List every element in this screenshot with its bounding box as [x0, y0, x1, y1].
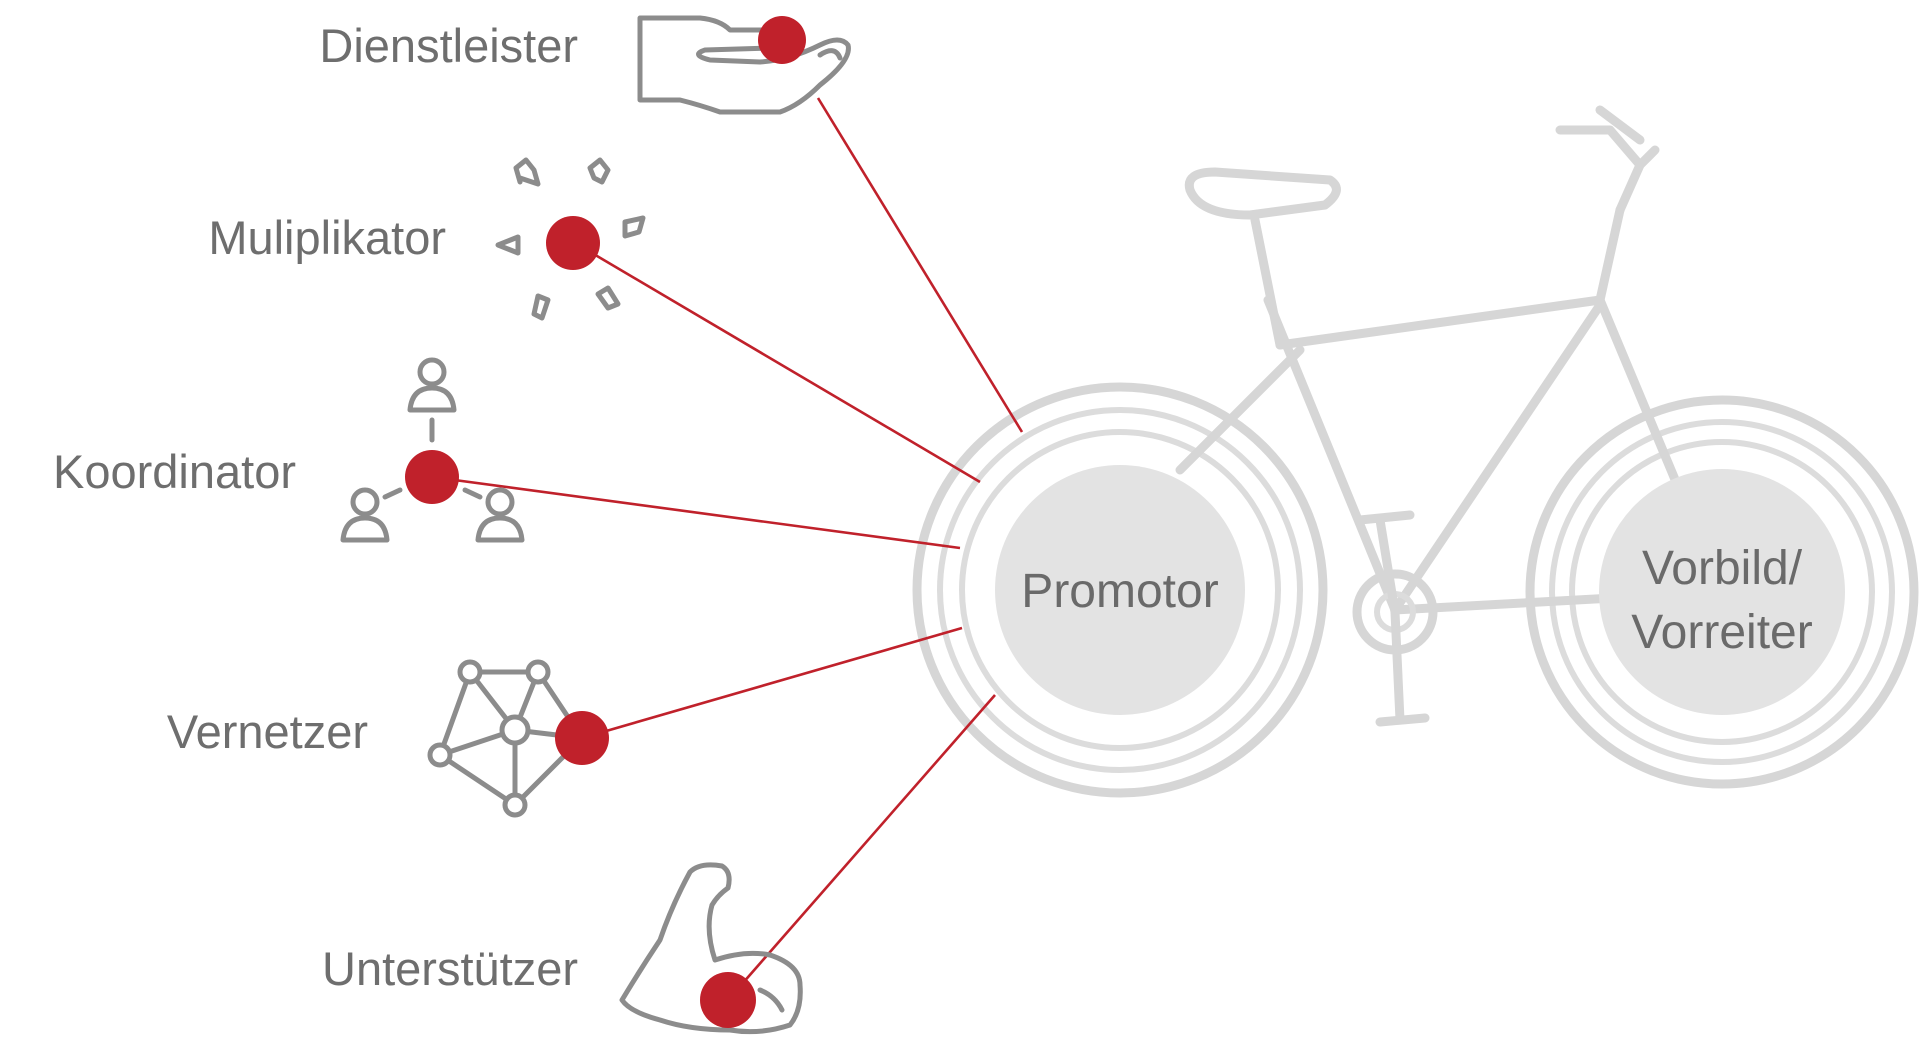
hub-rear-circle [1599, 469, 1845, 715]
flexed-arm-icon [619, 862, 803, 1035]
role-unterstuetzer: Unterstützer [322, 862, 803, 1035]
role-dot-koordinator [405, 450, 459, 504]
role-dot-unterstuetzer [700, 972, 756, 1028]
connector-dienstleister [816, 97, 1024, 433]
role-multiplikator: Muliplikator [208, 157, 646, 321]
role-koordinator: Koordinator [53, 357, 525, 543]
role-label-koordinator: Koordinator [53, 445, 296, 498]
outward-arrows-icon [495, 157, 646, 321]
right-wheel [1525, 395, 1919, 789]
connector-unterstuetzer [727, 694, 996, 1001]
role-label-vernetzer: Vernetzer [167, 705, 368, 758]
hub-vorbild: Vorbild/ Vorreiter [1599, 469, 1845, 715]
role-dot-multiplikator [546, 216, 600, 270]
role-label-dienstleister: Dienstleister [319, 19, 578, 72]
hub-rear-label-line1: Vorbild/ [1642, 542, 1803, 595]
hub-rear-label-line2: Vorreiter [1631, 606, 1812, 659]
role-dienstleister: Dienstleister [319, 15, 851, 115]
hub-promotor: Promotor [995, 465, 1245, 715]
hand-holding-icon [637, 15, 851, 115]
connector-multiplikator [574, 241, 981, 484]
people-icon [340, 357, 525, 543]
connector-vernetzer [581, 626, 963, 740]
hub-front-circle [995, 465, 1245, 715]
left-wheel [912, 382, 1328, 798]
role-dot-dienstleister [758, 16, 806, 64]
hub-front-label: Promotor [1021, 565, 1218, 618]
role-label-unterstuetzer: Unterstützer [322, 942, 578, 995]
role-vernetzer: Vernetzer [167, 659, 609, 818]
connector-lines [431, 97, 1024, 1001]
role-label-multiplikator: Muliplikator [208, 211, 446, 264]
role-dot-vernetzer [555, 711, 609, 765]
connector-koordinator [431, 475, 961, 550]
network-icon [427, 659, 585, 818]
